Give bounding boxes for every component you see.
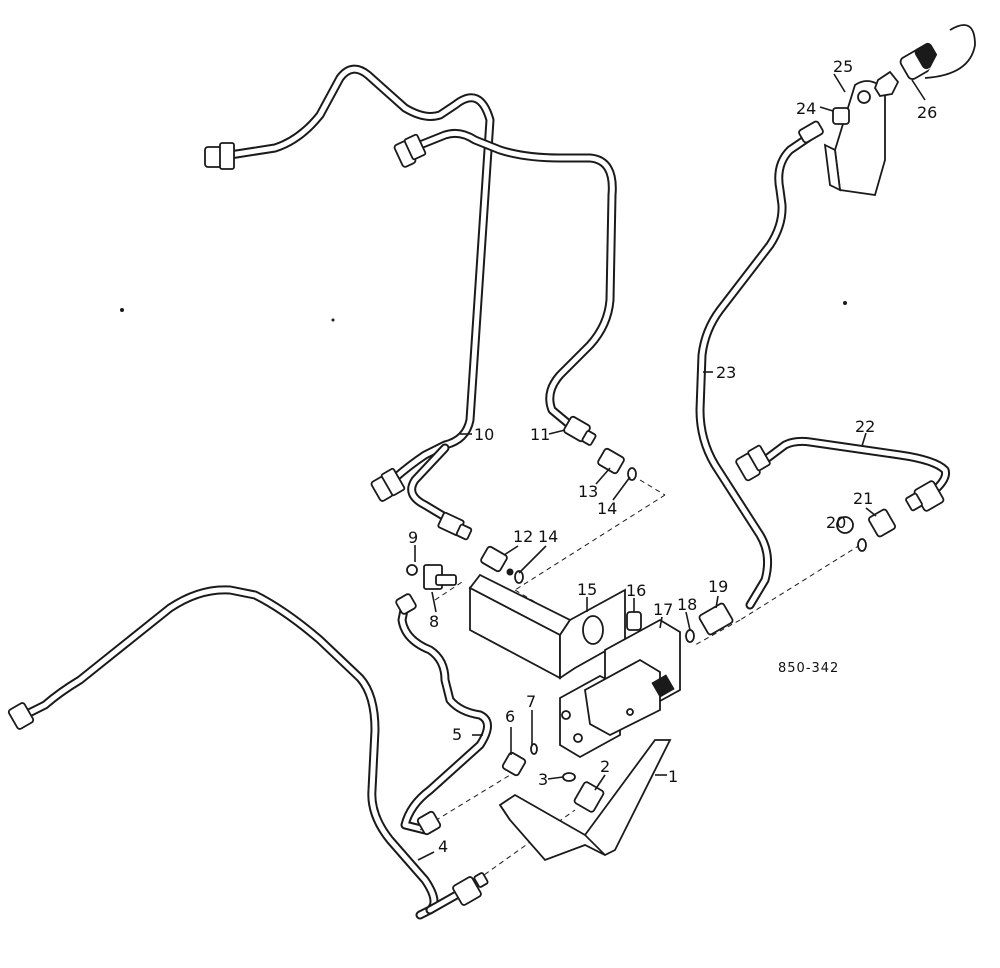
callout-20: 20: [826, 513, 846, 532]
callout-22: 22: [855, 417, 875, 436]
pipe-4: [20, 585, 465, 920]
bracket-1: [498, 739, 672, 862]
callout-11: 11: [530, 425, 550, 444]
pipe-5: [397, 600, 492, 835]
pipe-11: [415, 128, 617, 430]
callout-10: 10: [474, 425, 494, 444]
callout-16: 16: [626, 581, 646, 600]
bracket-25: [823, 80, 886, 197]
callout-7: 7: [526, 692, 536, 711]
drawing-code: 850-342: [778, 661, 839, 676]
callout-3: 3: [538, 770, 548, 789]
callout-18: 18: [677, 595, 697, 614]
callout-labels: 1 2 3 4 5 6 7 8 9 10 11 12 13 14 14 15 1…: [408, 57, 937, 856]
callout-8: 8: [429, 612, 439, 631]
callout-17: 17: [653, 600, 673, 619]
leader-lines: [414, 73, 926, 861]
callout-15: 15: [577, 580, 597, 599]
callout-26: 26: [917, 103, 937, 122]
callout-9: 9: [408, 528, 418, 547]
callout-21: 21: [853, 489, 873, 508]
callout-24: 24: [796, 99, 816, 118]
valve-assembly: [468, 573, 681, 759]
callout-6: 6: [505, 707, 515, 726]
callout-14b: 14: [538, 527, 558, 546]
callout-2: 2: [600, 757, 610, 776]
alignment-lines: [419, 479, 861, 886]
pipe-23: [695, 128, 820, 610]
callout-19: 19: [708, 577, 728, 596]
callout-1: 1: [668, 767, 678, 786]
callout-14a: 14: [597, 499, 617, 518]
callout-12: 12: [513, 527, 533, 546]
pipe-22: [760, 436, 950, 495]
callout-25: 25: [833, 57, 853, 76]
pipe-10: [225, 64, 495, 525]
callout-23: 23: [716, 363, 736, 382]
callout-13: 13: [578, 482, 598, 501]
callout-4: 4: [438, 837, 448, 856]
pipe-nut-fittings: [7, 120, 945, 906]
callout-5: 5: [452, 725, 462, 744]
